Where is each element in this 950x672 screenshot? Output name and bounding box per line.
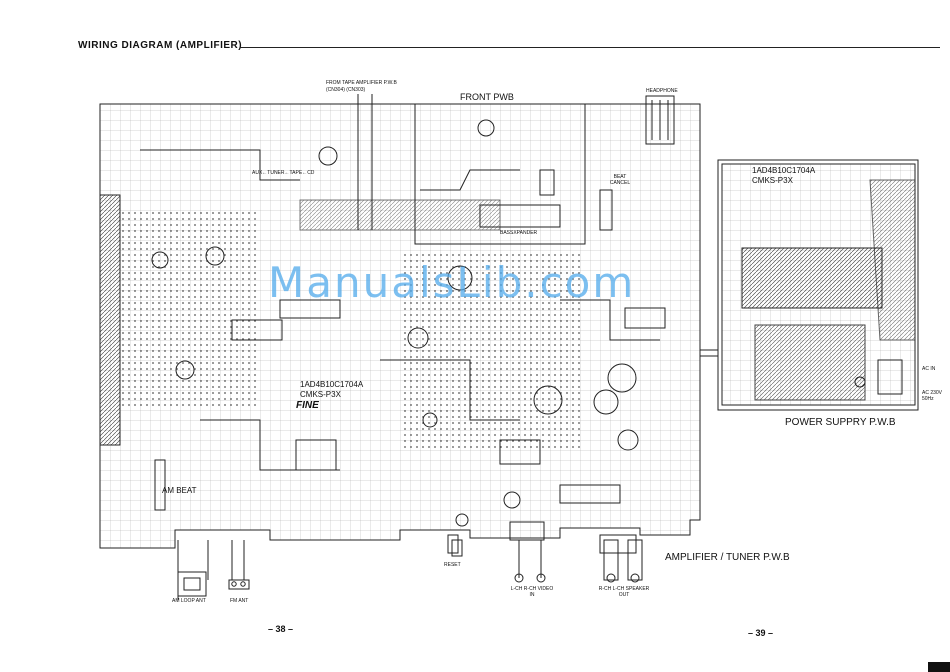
page-title: WIRING DIAGRAM (AMPLIFIER) <box>78 40 243 51</box>
front-pwb-label: FRONT PWB <box>460 92 514 102</box>
am-loop-ant-label: AM LOOP ANT <box>172 598 206 604</box>
from-tape-cn-label: (CN304) (CN303) <box>326 87 366 93</box>
power-code-label: 1AD4B10C1704A <box>752 166 816 175</box>
amplifier-board <box>99 94 701 600</box>
board-code-label: 1AD4B10C1704A <box>300 380 364 389</box>
ac-230v-label: AC 230V 50Hz <box>922 390 943 402</box>
board-code2-label: CMKS-P3X <box>300 390 341 399</box>
amplifier-tuner-pwb-label: AMPLIFIER / TUNER P.W.B <box>665 552 790 563</box>
beat-cancel-label: BEAT CANCEL <box>609 174 631 186</box>
video-in-label: L-CH R-CH VIDEO IN <box>510 586 554 598</box>
power-supply-pwb-label: POWER SUPPRY P.W.B <box>785 417 896 428</box>
reset-label: RESET <box>444 562 461 568</box>
speaker-out-label: R-CH L-CH SPEAKER OUT <box>598 586 650 598</box>
from-tape-label: FROM TAPE AMPLIFIER P.W.B <box>326 80 397 86</box>
ac-in-label: AC IN <box>922 366 936 372</box>
fine-label: FINE <box>296 400 319 411</box>
page-number-right: – 39 – <box>748 628 774 638</box>
input-selector-label: AUX←TUNER←TAPE←CD <box>252 170 315 176</box>
watermark: ManualsLib.com <box>268 258 636 307</box>
fm-ant-label: FM ANT <box>230 598 249 604</box>
power-code2-label: CMKS-P3X <box>752 176 793 185</box>
headphone-label: HEADPHONE <box>646 88 678 94</box>
bassxpander-label: BASSXPANDER <box>500 230 538 236</box>
power-supply-board <box>700 159 919 411</box>
corner-mark <box>928 662 950 672</box>
page-number-left: – 38 – <box>268 624 294 634</box>
title-rule <box>240 47 940 48</box>
am-beat-label: AM BEAT <box>162 486 197 495</box>
